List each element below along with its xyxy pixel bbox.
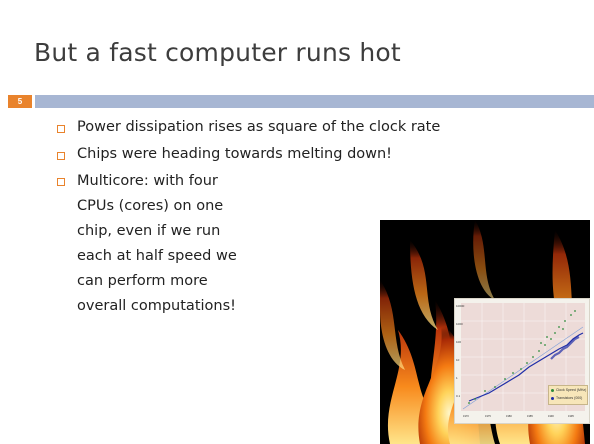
legend-label: Clock Speed (MHz) xyxy=(556,388,587,392)
bullet-list: Power dissipation rises as square of the… xyxy=(57,119,587,330)
slide-title: But a fast computer runs hot xyxy=(34,38,401,67)
legend-item: Clock Speed (MHz) xyxy=(549,386,587,394)
bullet-item: Chips were heading towards melting down! xyxy=(57,146,587,162)
title-underline-bar xyxy=(35,95,594,108)
bullet-text: Multicore: with four CPUs (cores) on one… xyxy=(77,173,237,314)
chart-legend: Clock Speed (MHz) Transistors (000) xyxy=(548,385,588,405)
slide-number: 5 xyxy=(17,97,23,106)
svg-text:1985: 1985 xyxy=(527,414,533,418)
bullet-box-icon xyxy=(57,178,65,186)
svg-text:1980: 1980 xyxy=(506,414,512,418)
bullet-box-icon xyxy=(57,125,65,133)
svg-text:1990: 1990 xyxy=(548,414,554,418)
clock-speed-marker-icon xyxy=(551,388,554,392)
svg-text:1000: 1000 xyxy=(456,322,463,326)
bullet-text: Power dissipation rises as square of the… xyxy=(77,119,441,135)
bullet-item: Power dissipation rises as square of the… xyxy=(57,119,587,135)
embedded-chart-thumbnail: 10000 1000 100 10 1 0.1 1970 1975 1980 1… xyxy=(454,298,590,424)
bullet-box-icon xyxy=(57,152,65,160)
fire-chart-image: 10000 1000 100 10 1 0.1 1970 1975 1980 1… xyxy=(380,220,590,444)
legend-label: Transistors (000) xyxy=(556,396,583,400)
slide-number-tab xyxy=(8,95,32,108)
svg-text:1970: 1970 xyxy=(463,414,469,418)
bullet-item: Multicore: with four CPUs (cores) on one… xyxy=(57,169,587,319)
svg-text:10000: 10000 xyxy=(456,304,465,308)
svg-text:1: 1 xyxy=(456,376,458,380)
svg-text:0.1: 0.1 xyxy=(456,394,461,398)
svg-text:1975: 1975 xyxy=(485,414,491,418)
svg-text:100: 100 xyxy=(456,340,461,344)
bullet-text: Chips were heading towards melting down! xyxy=(77,146,392,162)
transistors-marker-icon xyxy=(551,396,554,400)
svg-text:10: 10 xyxy=(456,358,460,362)
svg-text:1995: 1995 xyxy=(568,414,574,418)
legend-item: Transistors (000) xyxy=(549,394,587,402)
